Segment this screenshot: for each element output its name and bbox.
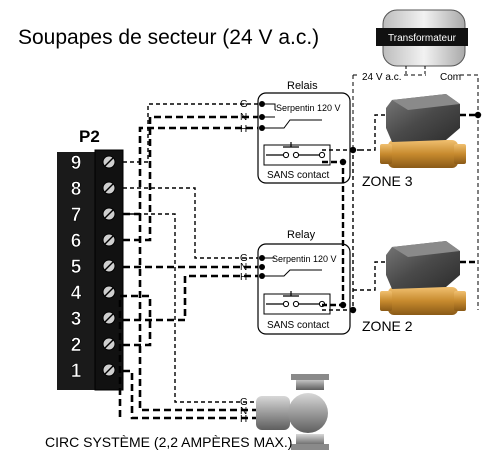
relay-top: Relais G N H Serpentin 120 V SANS contac… xyxy=(240,80,351,184)
terminal-number: 9 xyxy=(71,153,82,174)
terminal-screw-slot xyxy=(104,365,114,375)
relay-bottom-coil-label: Serpentin 120 V xyxy=(272,254,337,264)
pump-wire-h: H xyxy=(240,414,247,425)
terminal-number: 1 xyxy=(71,361,82,382)
relay-bottom-wire-g: G xyxy=(240,253,248,264)
page-title: Soupapes de secteur (24 V a.c.) xyxy=(18,26,319,49)
transformer-24v-label: 24 V a.c. xyxy=(362,72,401,83)
terminal-number: 8 xyxy=(71,179,82,200)
zone-valve-2 xyxy=(380,241,466,315)
transformer-label: Transformateur xyxy=(388,33,457,44)
pump-label: CIRC SYSTÈME (2,2 AMPÈRES MAX.) xyxy=(45,434,292,450)
transformer-com-label: Com xyxy=(440,72,461,83)
relay-top-wire-g: G xyxy=(240,99,248,110)
terminal-number: 5 xyxy=(71,257,82,278)
terminal-screw-slot xyxy=(104,287,114,297)
terminal-number: 4 xyxy=(71,283,82,304)
relay-top-coil-label: Serpentin 120 V xyxy=(276,103,341,113)
zone-3-label: ZONE 3 xyxy=(362,173,413,189)
pump-wire-n: N xyxy=(240,406,247,417)
terminal-number: 7 xyxy=(71,205,82,226)
relay-top-wire-n: N xyxy=(240,112,247,123)
terminal-number: 2 xyxy=(71,335,82,356)
terminal-list: 9 8 7 6 5 4 3 2 1 xyxy=(70,153,116,382)
terminal-screw-slot xyxy=(104,183,114,193)
relay-top-title: Relais xyxy=(287,80,318,92)
terminal-number: 6 xyxy=(71,231,82,252)
terminal-block-name: P2 xyxy=(79,127,100,146)
terminal-number: 3 xyxy=(71,309,82,330)
circulator-pump: G N H xyxy=(240,374,329,450)
relay-bottom-contact-label: SANS contact xyxy=(267,320,329,331)
zone-valve-3 xyxy=(380,94,466,168)
relay-bottom: Relay G N H Serpentin 120 V SANS contact xyxy=(240,229,351,335)
relay-top-wire-h: H xyxy=(240,124,247,135)
terminal-screw-slot xyxy=(104,339,114,349)
terminal-screw-slot xyxy=(104,157,114,167)
relay-bottom-wire-h: H xyxy=(240,272,247,283)
terminal-screw-slot xyxy=(104,261,114,271)
transformer: Transformateur xyxy=(376,9,468,67)
relay-bottom-wire-n: N xyxy=(240,262,247,273)
relay-top-contact-label: SANS contact xyxy=(267,170,329,181)
relay-bottom-title: Relay xyxy=(287,229,316,241)
terminal-screw-slot xyxy=(104,235,114,245)
zone-2-label: ZONE 2 xyxy=(362,318,413,334)
terminal-screw-slot xyxy=(104,313,114,323)
pump-wire-g: G xyxy=(240,397,248,408)
terminal-screw-slot xyxy=(104,209,114,219)
